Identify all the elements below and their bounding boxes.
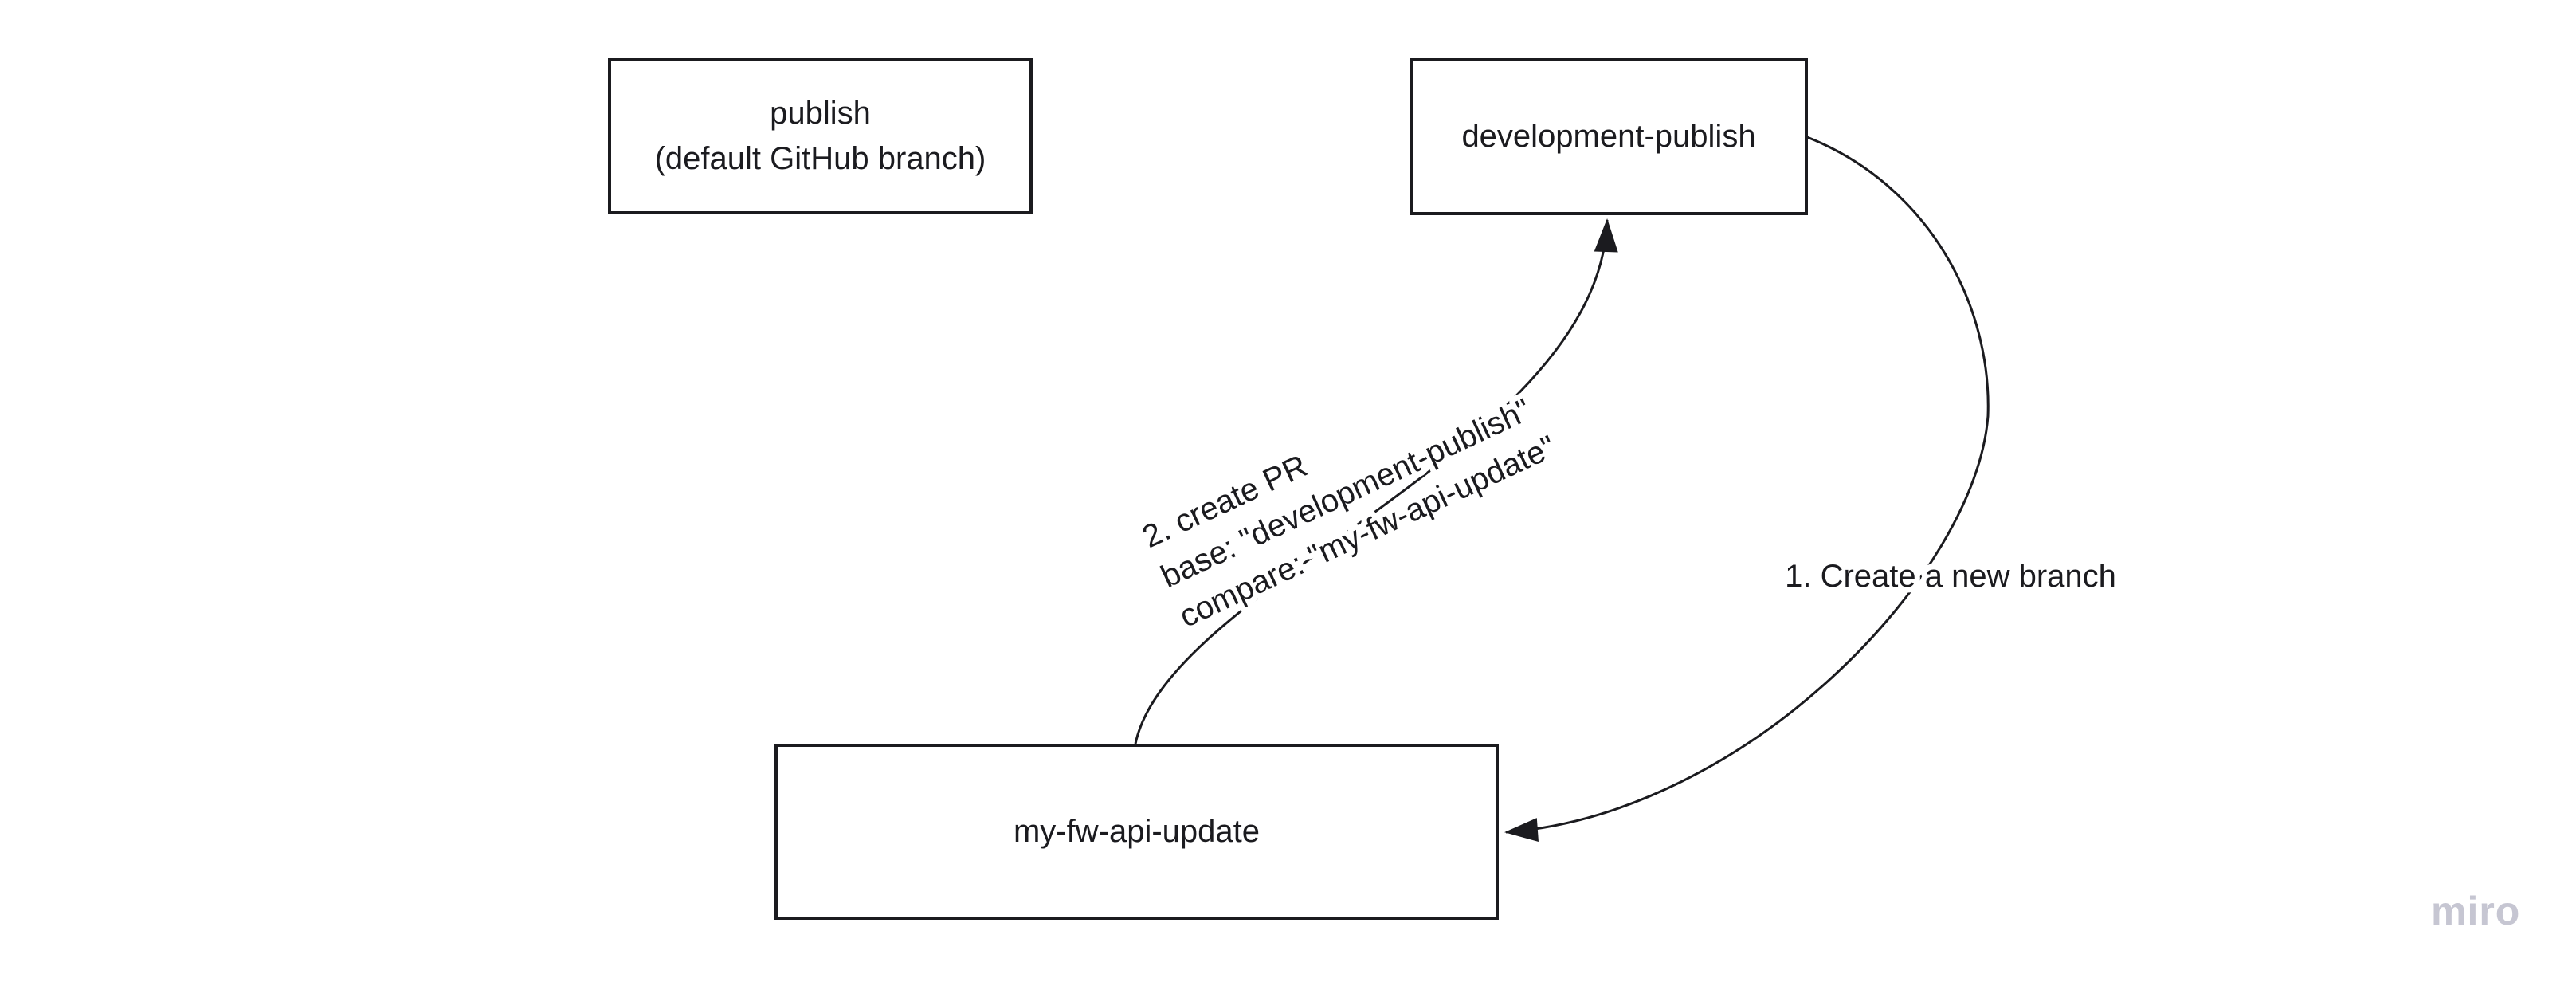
node-publish-label-line1: publish (770, 96, 871, 131)
create-branch-label: 1. Create a new branch (1785, 559, 2116, 594)
node-development-publish-label: development-publish (1461, 119, 1756, 154)
node-publish-branch[interactable]: publish (default GitHub branch) (608, 58, 1033, 214)
node-publish-label-line2: (default GitHub branch) (654, 141, 986, 176)
create-pr-label: 2. create PR base: "development-publish"… (1131, 387, 1566, 640)
miro-watermark-logo: miro (2431, 889, 2521, 933)
node-my-fw-api-update-branch[interactable]: my-fw-api-update (774, 744, 1499, 920)
node-my-fw-api-update-label: my-fw-api-update (1013, 814, 1260, 849)
node-development-publish-branch[interactable]: development-publish (1410, 58, 1808, 215)
connector-create-pr[interactable] (1134, 218, 1618, 744)
connector-create-branch[interactable] (1504, 136, 1990, 842)
